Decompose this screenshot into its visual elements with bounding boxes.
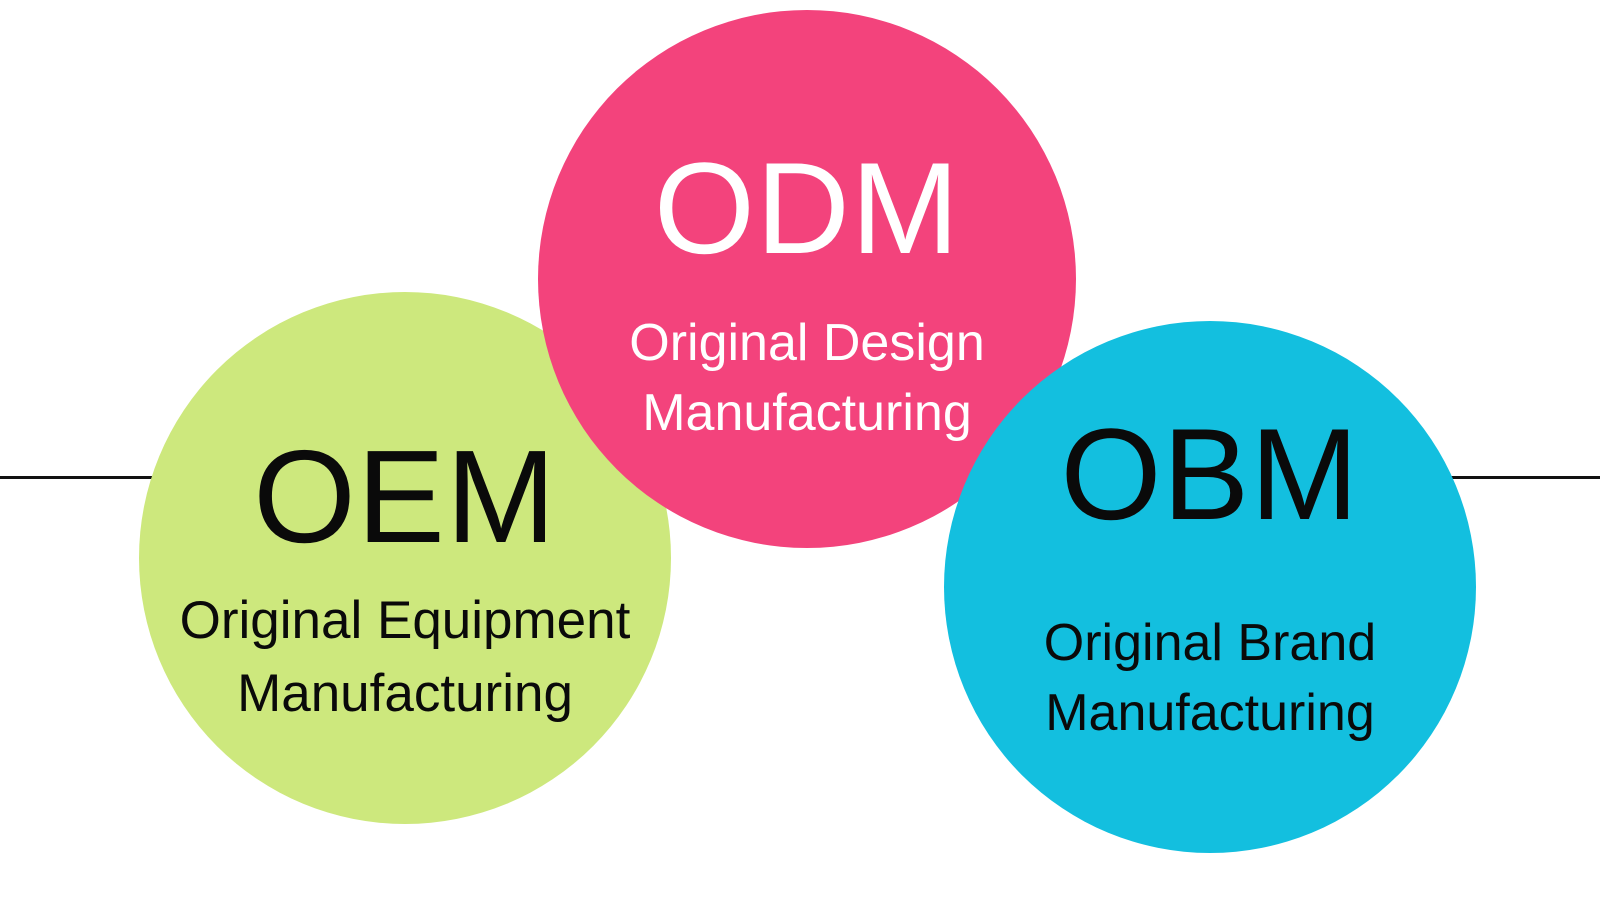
obm-subtitle-line2: Manufacturing: [1045, 684, 1375, 742]
odm-subtitle: Original Design Manufacturing: [538, 308, 1076, 448]
odm-acronym: ODM: [653, 135, 961, 281]
oem-subtitle: Original Equipment Manufacturing: [139, 584, 671, 730]
obm-subtitle: Original Brand Manufacturing: [944, 608, 1476, 748]
obm-subtitle-line1: Original Brand: [1043, 614, 1377, 672]
circle-odm: ODM Original Design Manufacturing: [538, 10, 1076, 548]
circle-obm: OBM Original Brand Manufacturing: [944, 321, 1476, 853]
odm-subtitle-line2: Manufacturing: [642, 384, 972, 442]
oem-subtitle-line2: Manufacturing: [237, 664, 573, 723]
obm-acronym: OBM: [1060, 401, 1360, 547]
oem-acronym: OEM: [253, 423, 557, 570]
odm-subtitle-line1: Original Design: [629, 314, 985, 372]
oem-subtitle-line1: Original Equipment: [179, 591, 631, 650]
